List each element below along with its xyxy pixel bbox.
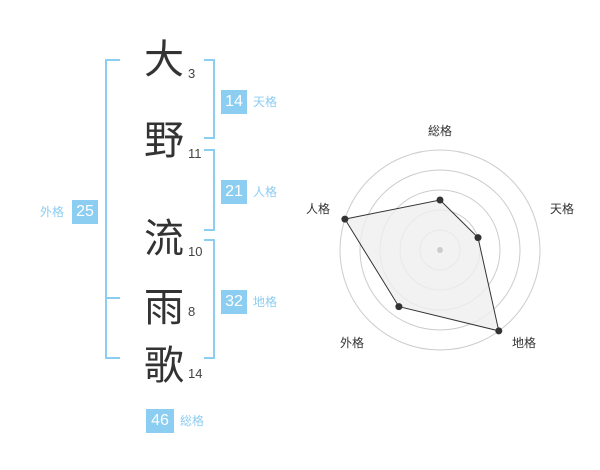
radar-axis-label-tenkaku: 天格 xyxy=(550,201,574,216)
name-char-4: 雨 xyxy=(144,285,184,331)
jinkaku-label: 人格 xyxy=(253,185,278,199)
radar-axis-label-chikaku: 地格 xyxy=(512,335,536,350)
radar-point-2 xyxy=(474,234,482,242)
gaikaku-value-box: 25 xyxy=(72,200,98,224)
name-char-2: 野 xyxy=(144,118,184,164)
radar-center-dot xyxy=(437,247,443,253)
radar-axis-label-gaikaku: 外格 xyxy=(340,335,364,350)
radar-point-5 xyxy=(341,215,349,223)
stroke-count-1: 3 xyxy=(188,66,196,81)
stroke-count-5: 14 xyxy=(188,366,203,381)
radar-axis-label-soukaku: 総格 xyxy=(428,123,452,138)
stroke-count-4: 8 xyxy=(188,304,196,319)
tenkaku-value-box: 14 xyxy=(221,90,247,114)
tenkaku-label: 天格 xyxy=(253,95,278,109)
name-char-1: 大 xyxy=(144,37,184,83)
radar-area xyxy=(344,199,500,332)
jinkaku-value-box: 21 xyxy=(221,180,247,204)
name-char-5: 歌 xyxy=(144,343,184,389)
name-char-3: 流 xyxy=(144,216,184,262)
soukaku-value-box: 46 xyxy=(146,409,174,433)
stroke-count-3: 10 xyxy=(188,244,203,259)
radar-ring xyxy=(359,169,521,331)
radar-axis-label-jinkaku: 人格 xyxy=(306,201,330,216)
radar-point-4 xyxy=(395,303,403,311)
soukaku-label: 総格 xyxy=(180,414,205,428)
radar-point-3 xyxy=(495,327,503,335)
chikaku-label: 地格 xyxy=(253,295,278,309)
gaikaku-label: 外格 xyxy=(40,205,65,219)
stroke-count-2: 11 xyxy=(188,146,202,161)
chikaku-value-box: 32 xyxy=(221,290,247,314)
radar-ring xyxy=(339,149,541,351)
radar-point-1 xyxy=(436,196,444,204)
